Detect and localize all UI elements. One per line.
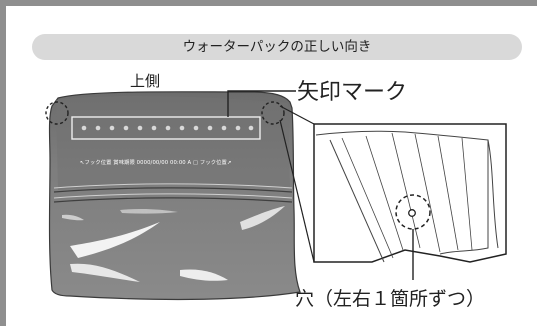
zoom-connector-top [279, 105, 315, 125]
magnified-detail [313, 123, 507, 280]
zoom-connector-bottom [279, 119, 315, 263]
arrow-mark-label: 矢印マーク [297, 80, 408, 105]
frame-top-border [0, 0, 537, 6]
hole-label: 穴（左右１箇所ずつ） [295, 288, 486, 310]
water-pack [48, 91, 301, 301]
left-hole-marker [45, 101, 69, 125]
hole-icon [408, 209, 416, 217]
arrow-mark-box [71, 116, 261, 140]
arrow-mark-icon [81, 125, 254, 131]
arrow-mark-leader [227, 90, 296, 117]
diagram-title: ウォーターパックの正しい向き [182, 39, 372, 55]
right-hole-marker [261, 101, 285, 125]
top-side-label: 上側 [130, 72, 161, 90]
magnified-hole-marker [395, 194, 431, 230]
pack-print-text: ↖フック位置 賞味期限 0000/00/00 00:00 A □ フック位置↗ [80, 160, 232, 166]
frame-left-border [0, 0, 6, 326]
title-banner: ウォーターパックの正しい向き [32, 34, 522, 60]
